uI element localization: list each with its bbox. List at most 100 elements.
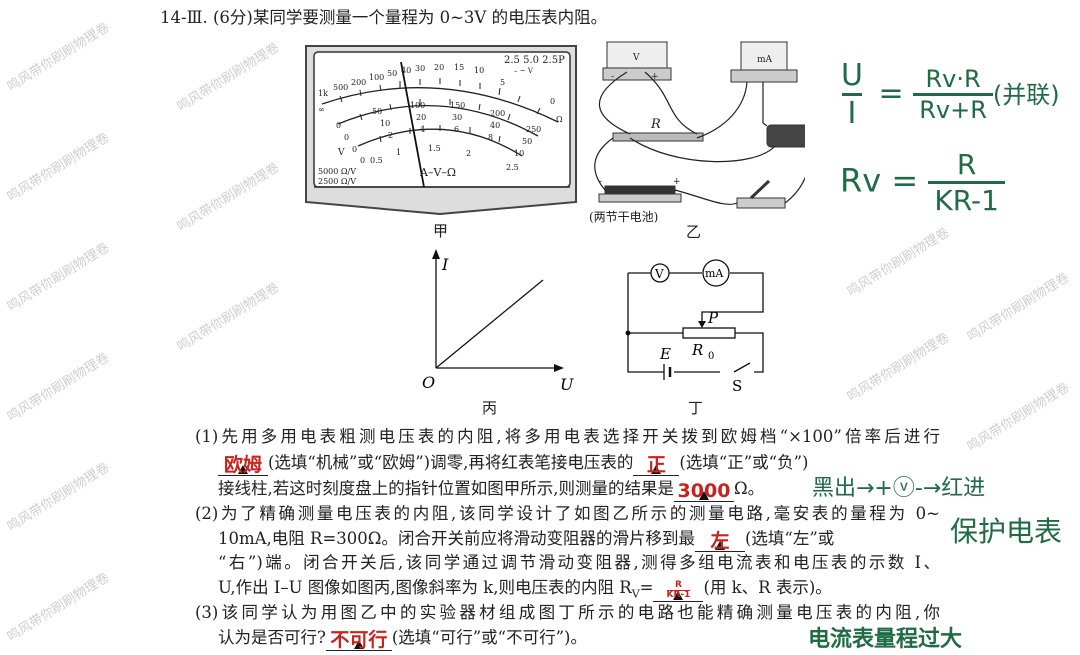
q2-line3: “右”)端。闭合开关后,该同学通过调节滑动变阻器,测得多组电流表和电压表的示数 … — [218, 553, 940, 572]
dc-scale-label: 30 — [452, 113, 462, 122]
ohm-scale-label: 20 — [434, 63, 444, 72]
ac-scale-label: 2.5 — [506, 163, 519, 172]
range-marks: 2.5 5.0 2.5P — [504, 55, 565, 66]
ac-scale-label: 1 — [396, 148, 401, 157]
resistor-board — [612, 132, 704, 142]
q2-text: 10mA,电阻 R=300Ω。闭合开关前应将滑动变阻器的滑片移到最 — [218, 529, 695, 548]
rheostat-label: R — [691, 341, 703, 359]
x-axis-label: U — [560, 375, 574, 394]
q2-line2: 10mA,电阻 R=300Ω。闭合开关前应将滑动变阻器的滑片移到最左(选填“左”… — [218, 528, 834, 552]
sensitivity-ac: 2500 Ω/V — [318, 177, 356, 186]
handwritten-answer-positive: 正 — [646, 454, 666, 476]
switch-label: S — [732, 377, 742, 395]
numerator: U — [841, 58, 863, 93]
dc-scale-label: 0 — [344, 133, 349, 142]
dc-scale-label: 0 — [352, 145, 357, 154]
q1-text: (选填“机械”或“欧姆”)调零,再将红表笔接电压表的 — [268, 453, 634, 472]
denominator: I — [841, 93, 863, 131]
ac-scale-label: 1.5 — [428, 144, 441, 153]
answer-blank-zero-type[interactable]: 欧姆 — [218, 455, 268, 476]
handwritten-answer-ohm: 欧姆 — [223, 454, 262, 476]
ac-scale-label: 0 — [360, 156, 365, 165]
milliammeter-symbol: mA — [757, 55, 773, 65]
dc-scale-label: 8 — [488, 133, 493, 142]
denominator: KR-1 — [928, 181, 1005, 217]
q3-text: (选填“可行”或“不可行”)。 — [391, 628, 587, 647]
rheostat — [766, 124, 805, 148]
watermark: 鸣风带你刷刷物理卷 — [4, 240, 113, 315]
ohm-scale-label: 100 — [369, 73, 384, 82]
voltmeter-text: V — [654, 267, 664, 281]
note-parallel: (并联) — [992, 81, 1060, 109]
watermark: 鸣风带你刷刷物理卷 — [844, 330, 953, 405]
ohm-scale-label: ∞ — [318, 105, 325, 114]
watermark: 鸣风带你刷刷物理卷 — [174, 160, 283, 235]
dc-scale-label: 200 — [490, 109, 505, 118]
watermark: 鸣风带你刷刷物理卷 — [964, 380, 1073, 455]
handwritten-answer-left: 左 — [710, 530, 730, 552]
multimeter-dial-figure: 1k 500 200 100 50 40 30 20 15 10 5 0 ∞ Ω… — [305, 45, 577, 216]
rheostat-subscript: 0 — [708, 351, 714, 362]
ohm-scale-label: 200 — [351, 78, 366, 87]
iu-line — [435, 279, 544, 369]
ohm-scale-label: 500 — [333, 83, 348, 92]
circuit-ding: V mA P R 0 E S — [625, 259, 764, 395]
iu-graph: I U O — [422, 249, 574, 394]
denominator: Rv+R — [913, 93, 993, 124]
ohm-scale-label: 40 — [401, 66, 411, 75]
dc-scale-label: 2 — [388, 131, 393, 140]
ac-scale-label: 2 — [466, 149, 471, 158]
q1-line1: (1)先用多用电表粗测电压表的内阻,将多用电表选择开关拨到欧姆档“×100”倍率… — [195, 427, 940, 446]
apparatus-figure: V mA - + - + R (两节干电池) — [589, 41, 805, 223]
watermark: 鸣风带你刷刷物理卷 — [4, 460, 113, 535]
handwritten-note-protect: 保护电表 — [950, 515, 1063, 548]
watermark: 鸣风带你刷刷物理卷 — [4, 20, 113, 95]
ohm-scale-label: 1k — [318, 89, 328, 98]
voltmeter-device — [606, 41, 668, 71]
emf-label: E — [659, 345, 671, 363]
voltmeter-symbol — [650, 263, 670, 283]
ac-scale-label: 0.5 — [370, 156, 383, 165]
numerator: R — [675, 580, 682, 590]
watermark: 鸣风带你刷刷物理卷 — [964, 270, 1073, 345]
v-mark: V — [337, 148, 345, 158]
answer-blank-feasible[interactable]: 不可行 — [325, 629, 392, 651]
dc-scale-label: 250 — [526, 125, 541, 134]
watermark: 鸣风带你刷刷物理卷 — [844, 225, 953, 300]
dc-scale-label: 4 — [420, 125, 425, 134]
handwritten-answer-3000: 3000 — [677, 480, 731, 502]
figure-label-jia: 甲 — [433, 222, 449, 240]
watermark: 鸣风带你刷刷物理卷 — [174, 40, 283, 115]
rheostat-symbol — [682, 327, 736, 339]
answer-blank-result[interactable]: 3000 — [674, 481, 734, 502]
answer-blank-slider[interactable]: 左 — [694, 530, 745, 552]
dc-scale-label: 6 — [454, 125, 459, 134]
q1-text: Ω。 — [734, 479, 765, 498]
minus-terminal: - — [611, 72, 614, 82]
origin-label: O — [422, 373, 435, 392]
answer-blank-terminal[interactable]: 正 — [633, 454, 680, 476]
battery-caption: (两节干电池) — [589, 210, 658, 223]
ohm-scale-label: 50 — [387, 69, 397, 78]
q3-line1: (3)该同学认为用图乙中的实验器材组成图丁所示的电路也能精确测量电压表的内阻,你 — [195, 603, 940, 622]
numerator: R — [956, 148, 977, 181]
dc-scale-label: 20 — [416, 113, 426, 122]
slider-label: P — [707, 309, 719, 327]
equals: = — [878, 76, 904, 111]
milliammeter-symbol — [702, 259, 730, 287]
figure-label-ding: 丁 — [688, 399, 704, 417]
numerator: Rv·R — [925, 65, 981, 93]
handwritten-note-probe: 黑出→+ⓥ-→红进 — [812, 476, 986, 501]
dc-scale-label: 10 — [514, 149, 524, 158]
dc-scale-label: 10 — [380, 119, 390, 128]
q3-line2: 认为是否可行?不可行(选填“可行”或“不可行”)。 — [218, 627, 587, 651]
dc-scale-label: 150 — [450, 101, 465, 110]
handwritten-answer-not-feasible: 不可行 — [330, 629, 388, 651]
switch — [736, 197, 786, 209]
